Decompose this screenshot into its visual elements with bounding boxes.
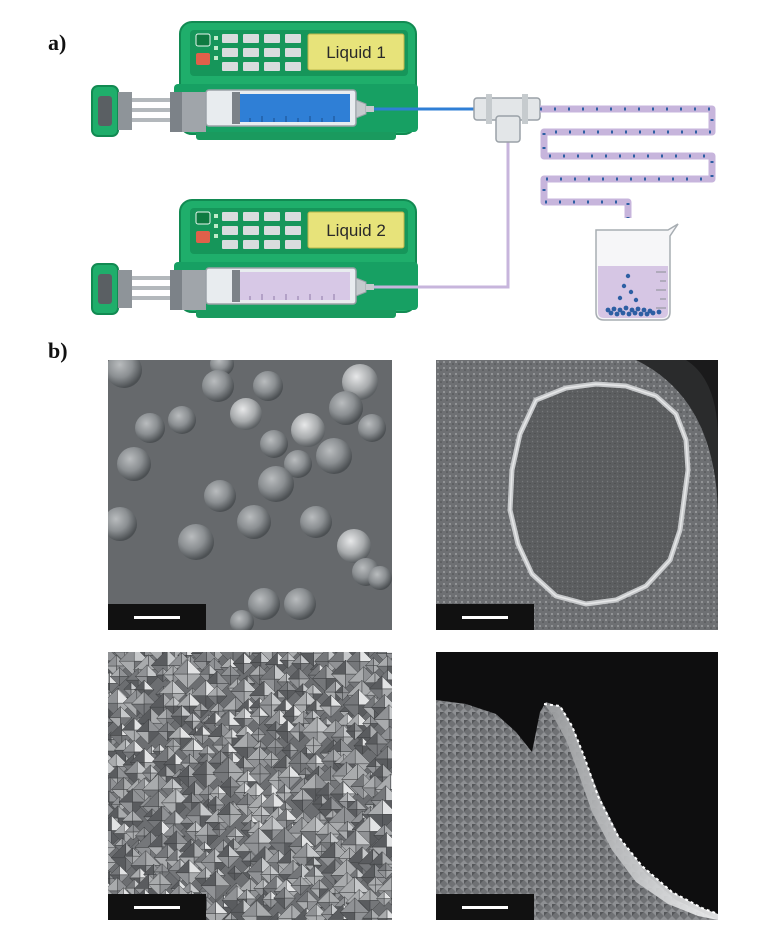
pump-2-indicator-green	[195, 211, 211, 225]
fracture-edge	[544, 704, 718, 920]
panel-b-label: b)	[48, 338, 68, 363]
pump-2-indicator-red	[196, 231, 210, 243]
pump-2-label-box	[307, 211, 405, 249]
sem-microspheres	[108, 360, 392, 630]
shell-opening	[507, 381, 691, 607]
sem-shell-cross-section	[436, 652, 718, 920]
collected-droplets	[605, 273, 662, 317]
pump-1-label: Liquid 1	[326, 43, 386, 62]
pump-1-syringe-fluid	[238, 94, 350, 122]
sem-crystal-surface	[108, 652, 392, 920]
pump-1-indicator-red	[196, 53, 210, 65]
panel-a-label: a)	[48, 30, 67, 55]
pump-1-indicator-green	[195, 33, 211, 47]
sem-hollow-shell	[436, 360, 718, 630]
scale-bar-3	[108, 894, 206, 920]
scale-bar-4	[436, 894, 534, 920]
scale-bar-2	[436, 604, 534, 630]
pump-2-label: Liquid 2	[326, 221, 386, 240]
syringe-pump-1: Liquid 1	[91, 21, 418, 140]
pump-2-syringe-fluid	[238, 272, 350, 300]
collection-beaker	[595, 223, 679, 321]
t-junction	[473, 94, 541, 143]
pump-2-keypad	[222, 212, 301, 249]
pump-1-keypad	[222, 34, 301, 71]
pump-1-label-box	[307, 33, 405, 71]
serpentine-channel	[540, 105, 716, 218]
scale-bar-1	[108, 604, 206, 630]
syringe-pump-2: Liquid 2	[91, 199, 418, 318]
tube-liquid-2	[374, 138, 510, 289]
